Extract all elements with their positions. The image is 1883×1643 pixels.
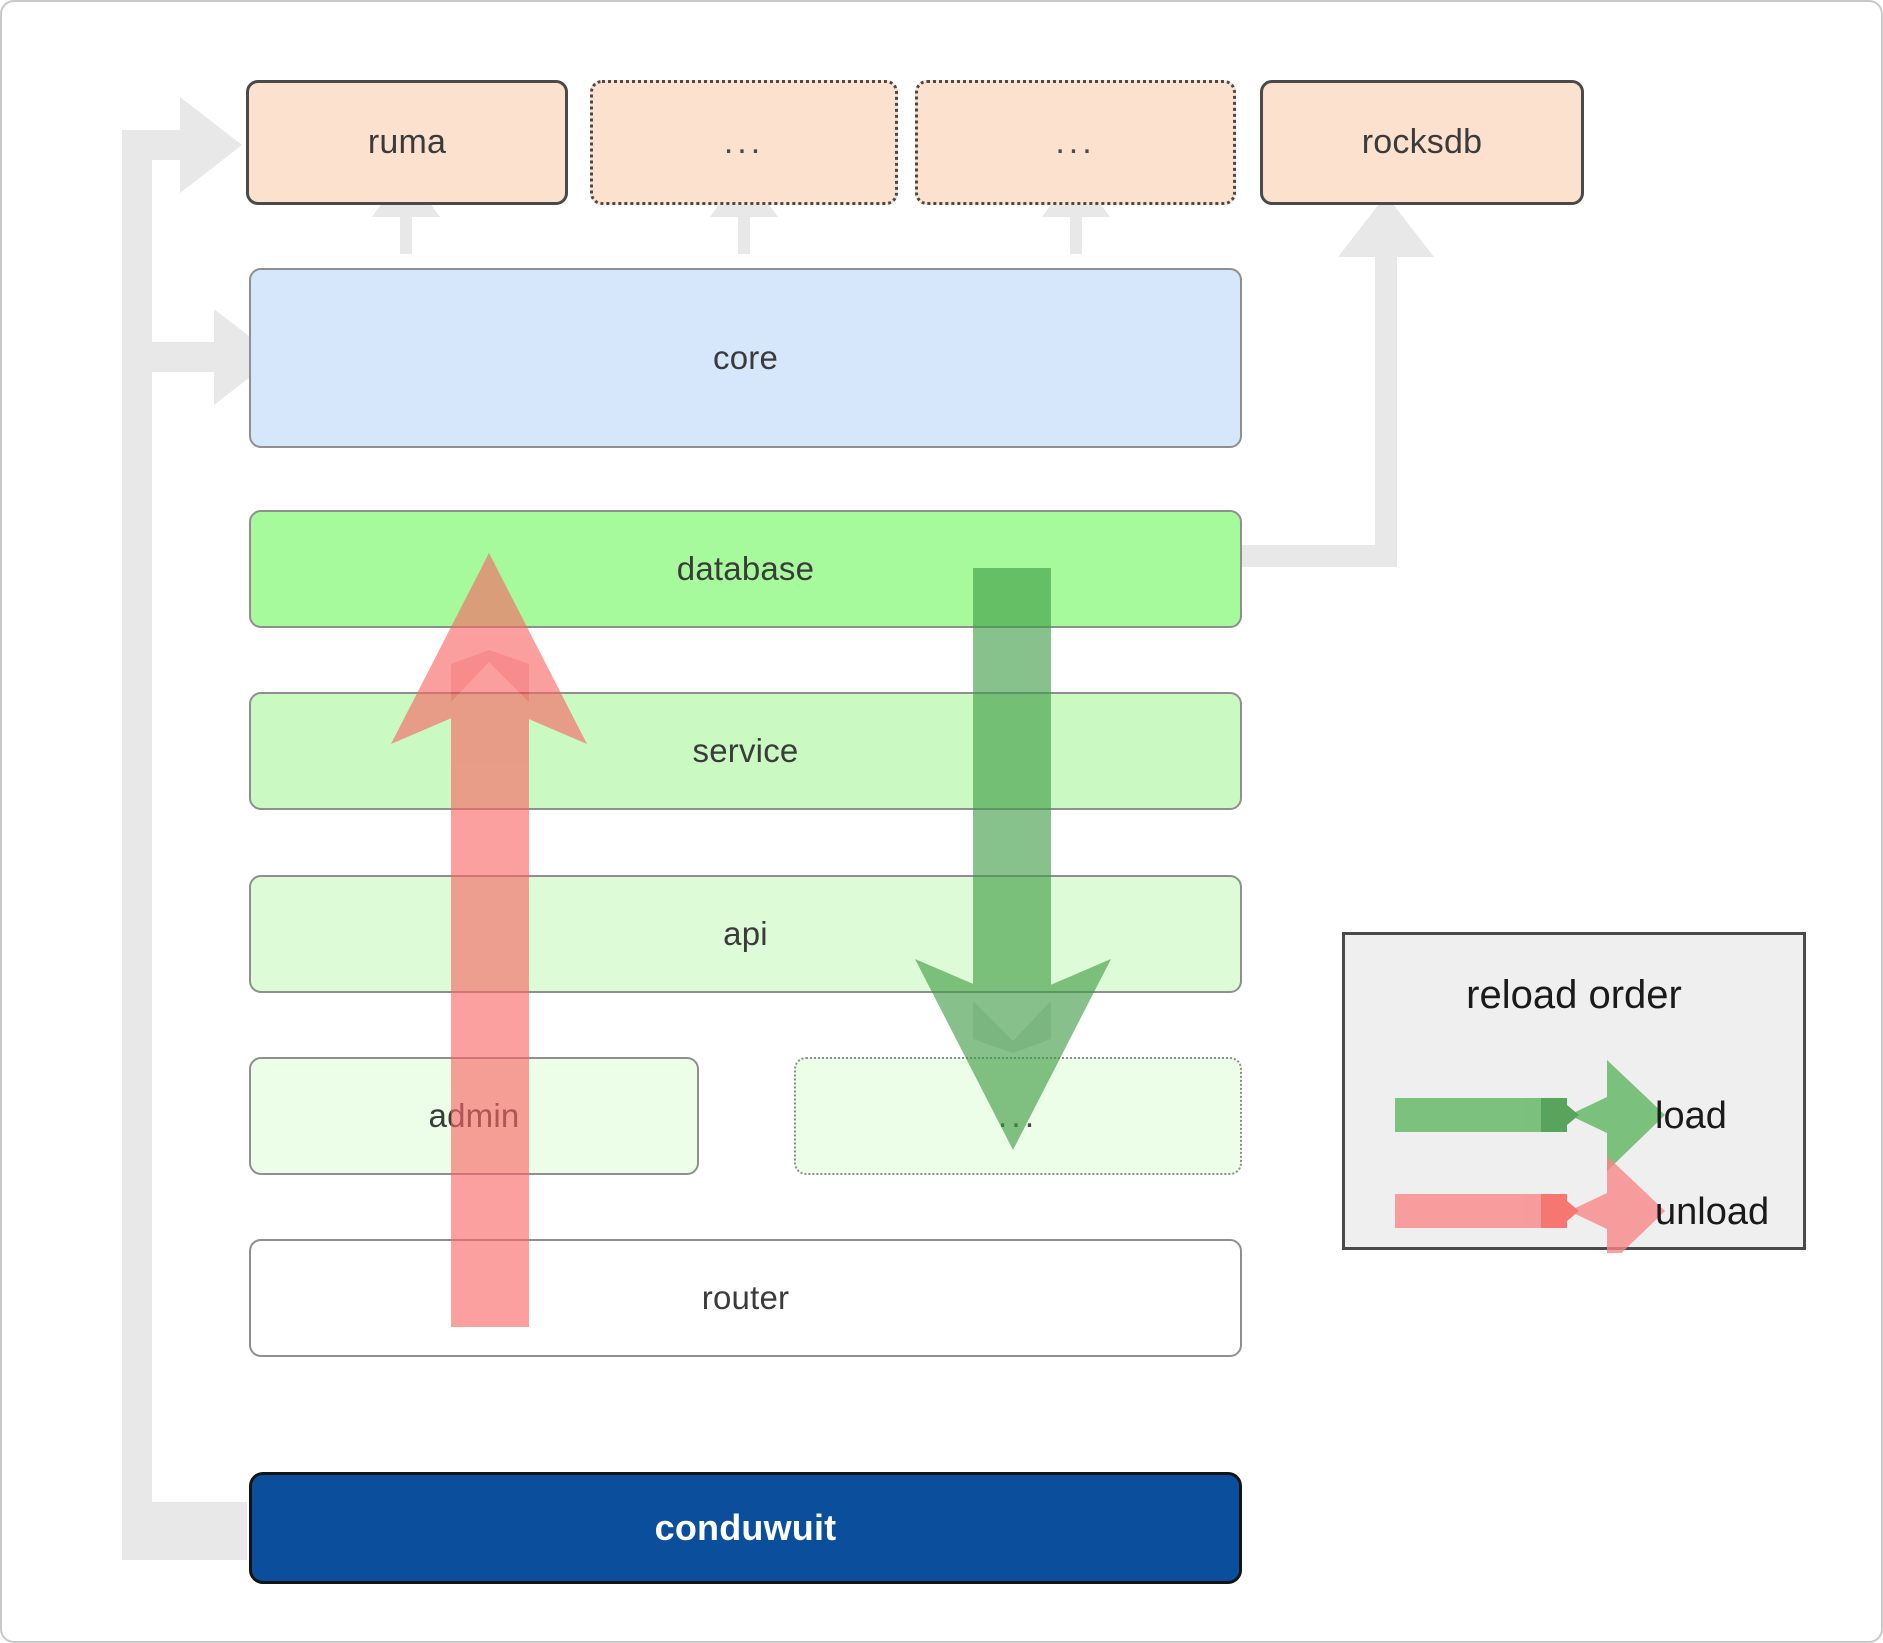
layer-core[interactable]: core xyxy=(249,268,1242,448)
layer-router[interactable]: router xyxy=(249,1239,1242,1357)
layer-core-label: core xyxy=(713,339,778,376)
layer-service[interactable]: service xyxy=(249,692,1242,810)
crate-rocksdb[interactable]: rocksdb xyxy=(1260,80,1584,205)
crate-placeholder-1[interactable]: ... xyxy=(590,80,898,205)
legend-box: reload order load unload xyxy=(1342,932,1806,1253)
legend-unload-arrow xyxy=(1395,1156,1665,1253)
legend-load-arrow xyxy=(1395,1060,1665,1171)
layer-placeholder[interactable]: ... xyxy=(794,1057,1242,1175)
layer-admin-label: admin xyxy=(428,1097,520,1134)
layer-api[interactable]: api xyxy=(249,875,1242,993)
layer-api-label: api xyxy=(723,915,768,952)
crate-placeholder-2-label: ... xyxy=(1055,123,1096,161)
layer-service-label: service xyxy=(692,732,799,769)
legend-title: reload order xyxy=(1466,973,1682,1017)
legend-label-unload: unload xyxy=(1655,1191,1770,1233)
legend-arrow-graphics xyxy=(1395,1060,1665,1253)
layer-placeholder-label: ... xyxy=(997,1096,1039,1135)
crate-ruma[interactable]: ruma xyxy=(246,80,568,205)
crate-placeholder-2[interactable]: ... xyxy=(915,80,1236,205)
root-conduwuit-label: conduwuit xyxy=(654,1507,837,1548)
layer-database-label: database xyxy=(676,550,815,587)
layer-database[interactable]: database xyxy=(249,510,1242,628)
crate-placeholder-1-label: ... xyxy=(723,123,765,161)
root-conduwuit[interactable]: conduwuit xyxy=(249,1472,1242,1584)
legend-label-load: load xyxy=(1655,1095,1727,1137)
crate-ruma-label: ruma xyxy=(367,123,447,161)
layer-admin[interactable]: admin xyxy=(249,1057,699,1175)
crate-rocksdb-label: rocksdb xyxy=(1361,123,1483,161)
layer-router-label: router xyxy=(701,1279,790,1316)
